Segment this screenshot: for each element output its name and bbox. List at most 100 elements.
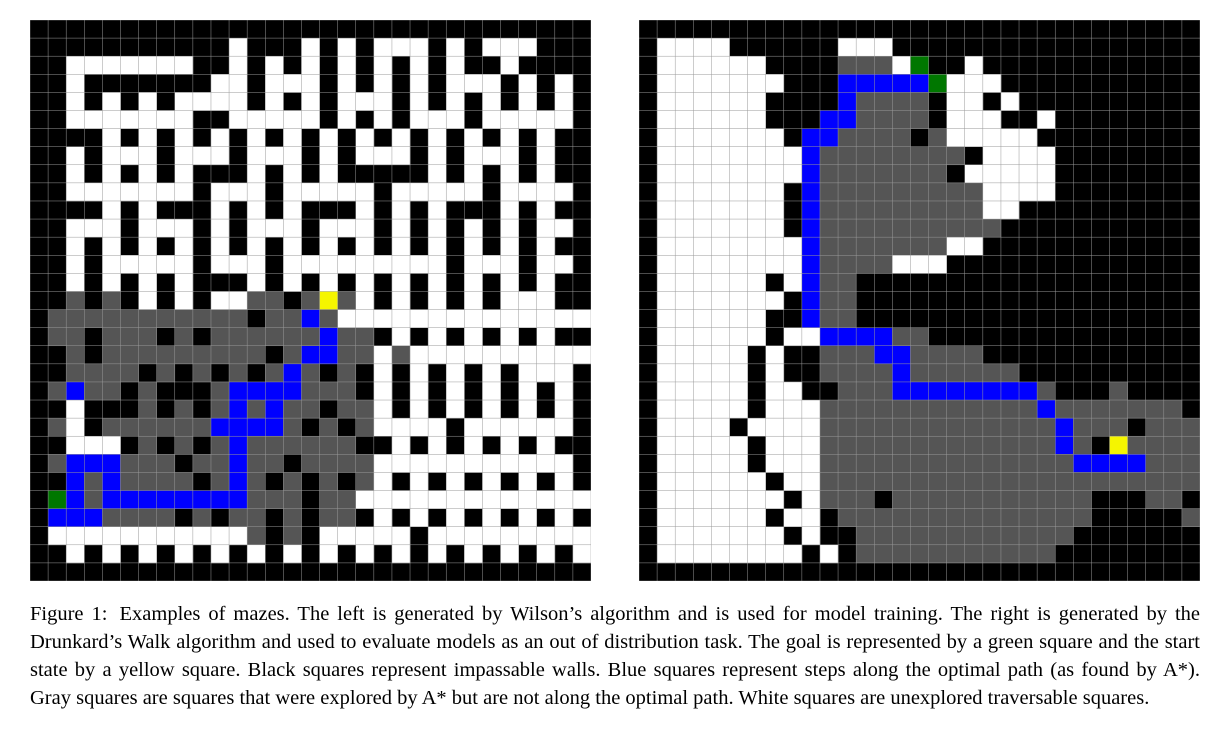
- path-cell: [66, 381, 85, 401]
- unexplored-cell: [675, 273, 694, 292]
- unexplored-cell: [428, 327, 447, 347]
- explored-cell: [819, 436, 839, 455]
- explored-cell: [283, 345, 302, 365]
- explored-cell: [1145, 454, 1165, 473]
- unexplored-cell: [464, 327, 483, 347]
- path-cell: [982, 381, 1002, 401]
- unexplored-cell: [783, 508, 803, 528]
- unexplored-cell: [801, 418, 821, 437]
- unexplored-cell: [410, 56, 429, 75]
- unexplored-cell: [536, 182, 556, 202]
- unexplored-cell: [482, 508, 501, 528]
- explored-cell: [964, 526, 984, 546]
- unexplored-cell: [102, 436, 121, 455]
- explored-cell: [928, 200, 947, 220]
- unexplored-cell: [819, 544, 839, 564]
- explored-cell: [319, 436, 338, 455]
- unexplored-cell: [747, 92, 766, 111]
- unexplored-cell: [500, 110, 519, 129]
- unexplored-cell: [102, 219, 121, 238]
- unexplored-cell: [138, 164, 157, 184]
- path-cell: [801, 255, 821, 274]
- explored-cell: [838, 490, 857, 509]
- explored-cell: [1181, 508, 1200, 528]
- unexplored-cell: [102, 146, 121, 166]
- unexplored-cell: [536, 490, 556, 509]
- explored-cell: [247, 436, 266, 455]
- explored-cell: [1145, 400, 1165, 419]
- explored-cell: [982, 436, 1002, 455]
- unexplored-cell: [729, 200, 748, 220]
- path-cell: [120, 490, 139, 509]
- explored-cell: [1109, 400, 1128, 419]
- unexplored-cell: [657, 92, 676, 111]
- explored-cell: [819, 418, 839, 437]
- path-cell: [838, 92, 857, 111]
- explored-cell: [982, 219, 1002, 238]
- explored-cell: [247, 327, 266, 347]
- path-cell: [874, 345, 893, 365]
- path-cell: [319, 327, 338, 347]
- explored-cell: [856, 381, 875, 401]
- unexplored-cell: [1000, 182, 1020, 202]
- unexplored-cell: [464, 128, 483, 147]
- explored-cell: [874, 146, 893, 166]
- unexplored-cell: [373, 255, 393, 274]
- explored-cell: [928, 400, 947, 419]
- explored-cell: [48, 327, 67, 347]
- unexplored-cell: [391, 418, 411, 437]
- explored-cell: [1163, 472, 1183, 491]
- explored-cell: [102, 309, 121, 328]
- explored-cell: [102, 363, 121, 383]
- unexplored-cell: [657, 363, 676, 383]
- unexplored-cell: [554, 219, 574, 238]
- explored-cell: [838, 345, 857, 365]
- explored-cell: [210, 436, 230, 455]
- unexplored-cell: [229, 56, 248, 75]
- unexplored-cell: [765, 146, 785, 166]
- explored-cell: [874, 472, 893, 491]
- explored-cell: [84, 472, 103, 491]
- unexplored-cell: [84, 526, 103, 546]
- unexplored-cell: [693, 237, 712, 256]
- unexplored-cell: [138, 56, 157, 75]
- explored-cell: [138, 327, 157, 347]
- unexplored-cell: [572, 309, 591, 328]
- unexplored-cell: [536, 200, 556, 220]
- unexplored-cell: [536, 436, 556, 455]
- explored-cell: [946, 219, 966, 238]
- explored-cell: [1000, 544, 1020, 564]
- unexplored-cell: [675, 219, 694, 238]
- unexplored-cell: [446, 454, 465, 473]
- unexplored-cell: [247, 200, 266, 220]
- explored-cell: [283, 526, 302, 546]
- explored-cell: [1000, 418, 1020, 437]
- explored-cell: [1091, 472, 1110, 491]
- unexplored-cell: [657, 345, 676, 365]
- unexplored-cell: [391, 436, 411, 455]
- explored-cell: [84, 309, 103, 328]
- path-cell: [838, 74, 857, 93]
- path-cell: [819, 327, 839, 347]
- unexplored-cell: [446, 472, 465, 491]
- explored-cell: [856, 128, 875, 147]
- explored-cell: [910, 418, 929, 437]
- explored-cell: [928, 508, 947, 528]
- explored-cell: [192, 363, 212, 383]
- unexplored-cell: [210, 92, 230, 111]
- unexplored-cell: [711, 508, 730, 528]
- unexplored-cell: [765, 164, 785, 184]
- unexplored-cell: [500, 128, 519, 147]
- explored-cell: [928, 454, 947, 473]
- goal-cell: [48, 490, 67, 509]
- unexplored-cell: [482, 381, 501, 401]
- unexplored-cell: [464, 345, 483, 365]
- unexplored-cell: [982, 200, 1002, 220]
- explored-cell: [874, 164, 893, 184]
- explored-cell: [1181, 454, 1200, 473]
- unexplored-cell: [355, 128, 375, 147]
- unexplored-cell: [482, 309, 501, 328]
- unexplored-cell: [729, 309, 748, 328]
- explored-cell: [874, 508, 893, 528]
- explored-cell: [910, 146, 929, 166]
